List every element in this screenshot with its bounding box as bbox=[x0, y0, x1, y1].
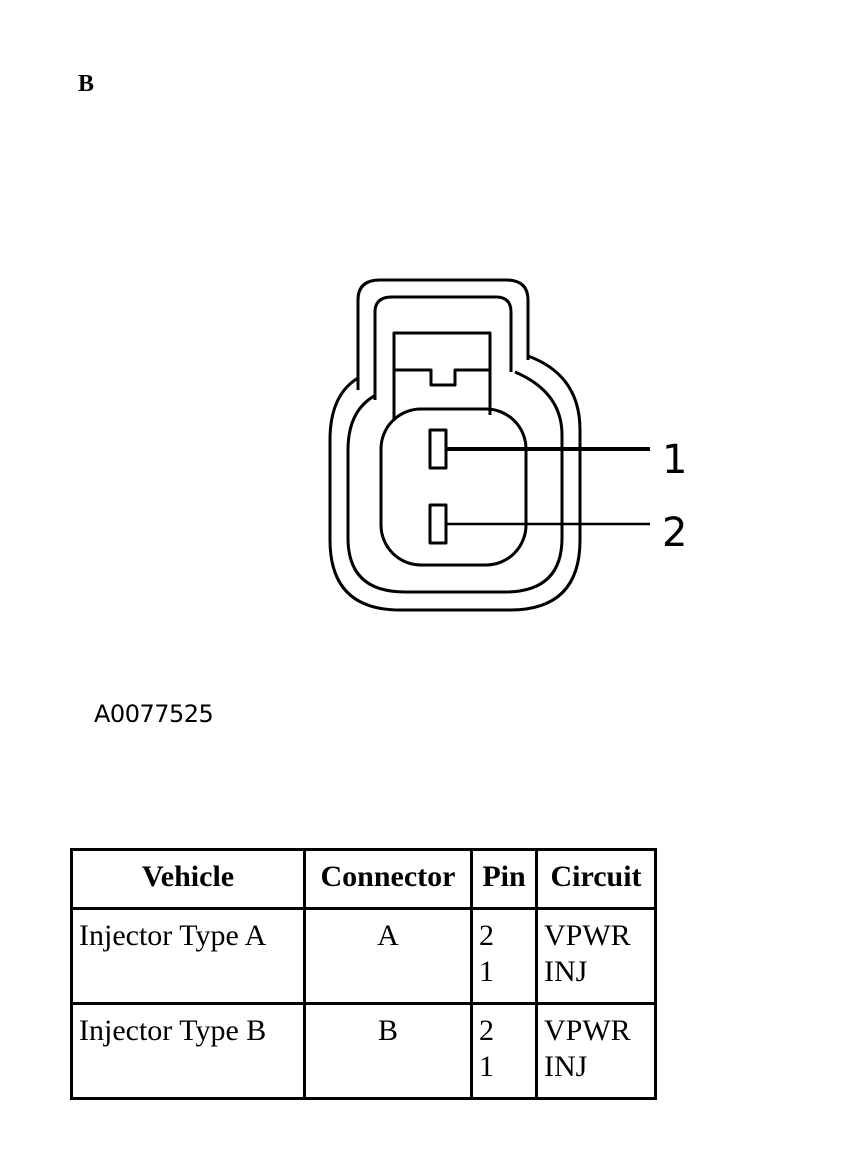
pin-cell: 2 1 bbox=[470, 907, 538, 1005]
vehicle-cell: Injector Type A bbox=[70, 907, 306, 1005]
circuit-cell: VPWR INJ bbox=[535, 1002, 657, 1100]
connector-cell: A bbox=[303, 907, 473, 1005]
table-header-row: Vehicle Connector Pin Circuit bbox=[70, 848, 657, 910]
vehicle-cell: Injector Type B bbox=[70, 1002, 306, 1100]
header-vehicle: Vehicle bbox=[70, 848, 306, 910]
pin-value: 2 bbox=[479, 1014, 494, 1047]
locking-tab-inner bbox=[373, 295, 513, 400]
pin-value: 2 bbox=[479, 919, 494, 952]
header-connector: Connector bbox=[303, 848, 473, 910]
pin-1-callout: 1 bbox=[662, 437, 687, 483]
pinout-table: Vehicle Connector Pin Circuit Injector T… bbox=[70, 848, 657, 1100]
pin-cell: 2 1 bbox=[470, 1002, 538, 1100]
pin-2-callout: 2 bbox=[662, 510, 687, 556]
terminal-cavity bbox=[379, 407, 528, 567]
latch-notch bbox=[394, 368, 490, 387]
circuit-value: VPWR bbox=[544, 919, 631, 952]
table-row: Injector Type B B 2 1 VPWR INJ bbox=[70, 1002, 657, 1100]
circuit-cell: VPWR INJ bbox=[535, 907, 657, 1005]
pin-value: 1 bbox=[479, 955, 494, 988]
connector-housing-outer bbox=[328, 354, 582, 612]
connector-housing-inner bbox=[346, 370, 564, 594]
locking-tab-outer bbox=[356, 278, 530, 390]
header-circuit: Circuit bbox=[535, 848, 657, 910]
figure-label: B bbox=[78, 71, 95, 97]
connector-cell: B bbox=[303, 1002, 473, 1100]
latch-frame bbox=[392, 331, 492, 420]
connector-face-diagram: 1 2 bbox=[328, 278, 687, 612]
pin-value: 1 bbox=[479, 1050, 494, 1083]
header-pin: Pin bbox=[470, 848, 538, 910]
reference-id: A0077525 bbox=[94, 700, 214, 728]
circuit-value: INJ bbox=[544, 955, 588, 988]
pin-1-terminal bbox=[428, 428, 448, 470]
table-row: Injector Type A A 2 1 VPWR INJ bbox=[70, 907, 657, 1005]
circuit-value: VPWR bbox=[544, 1014, 631, 1047]
circuit-value: INJ bbox=[544, 1050, 588, 1083]
pin-2-terminal bbox=[428, 503, 448, 545]
